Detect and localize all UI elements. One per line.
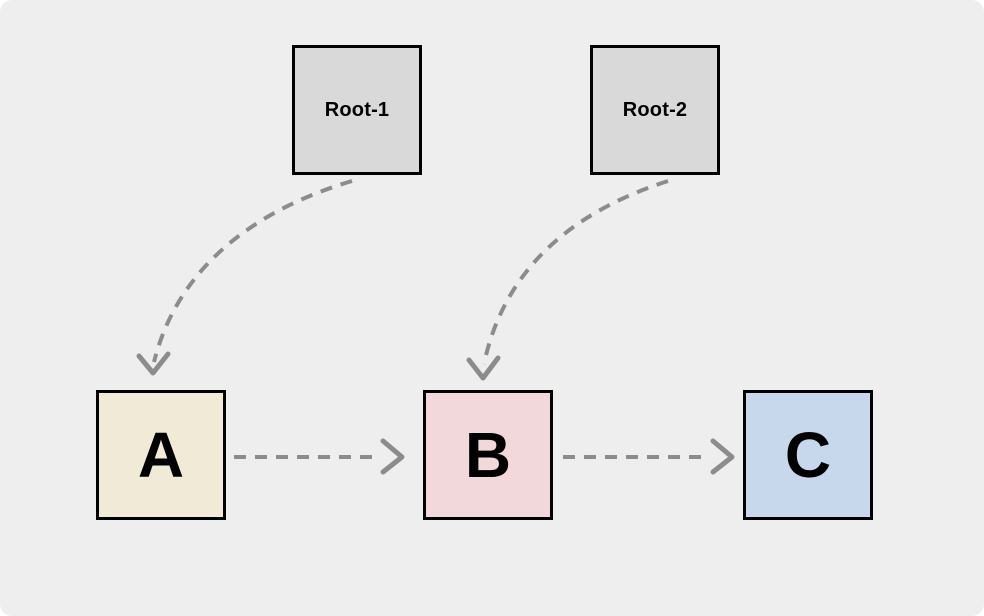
node-a-label: A	[137, 419, 185, 491]
node-a: A	[96, 390, 226, 520]
node-c-label: C	[784, 419, 832, 491]
edge-a-to-b-arrowhead-icon	[380, 438, 405, 475]
node-root-2: Root-2	[590, 45, 720, 175]
node-c: C	[743, 390, 873, 520]
node-root-2-label: Root-2	[622, 98, 688, 121]
edge-b-to-c-arrowhead-icon	[710, 438, 735, 475]
node-root-1: Root-1	[292, 45, 422, 175]
node-b-label: B	[464, 419, 512, 491]
edge-root1-to-a-arrowhead-icon	[136, 351, 171, 376]
edge-root1-to-a	[152, 179, 353, 363]
node-b: B	[423, 390, 553, 520]
node-root-1-label: Root-1	[324, 98, 390, 121]
edge-root2-to-b-arrowhead-icon	[466, 355, 501, 381]
edge-root2-to-b	[482, 179, 669, 365]
